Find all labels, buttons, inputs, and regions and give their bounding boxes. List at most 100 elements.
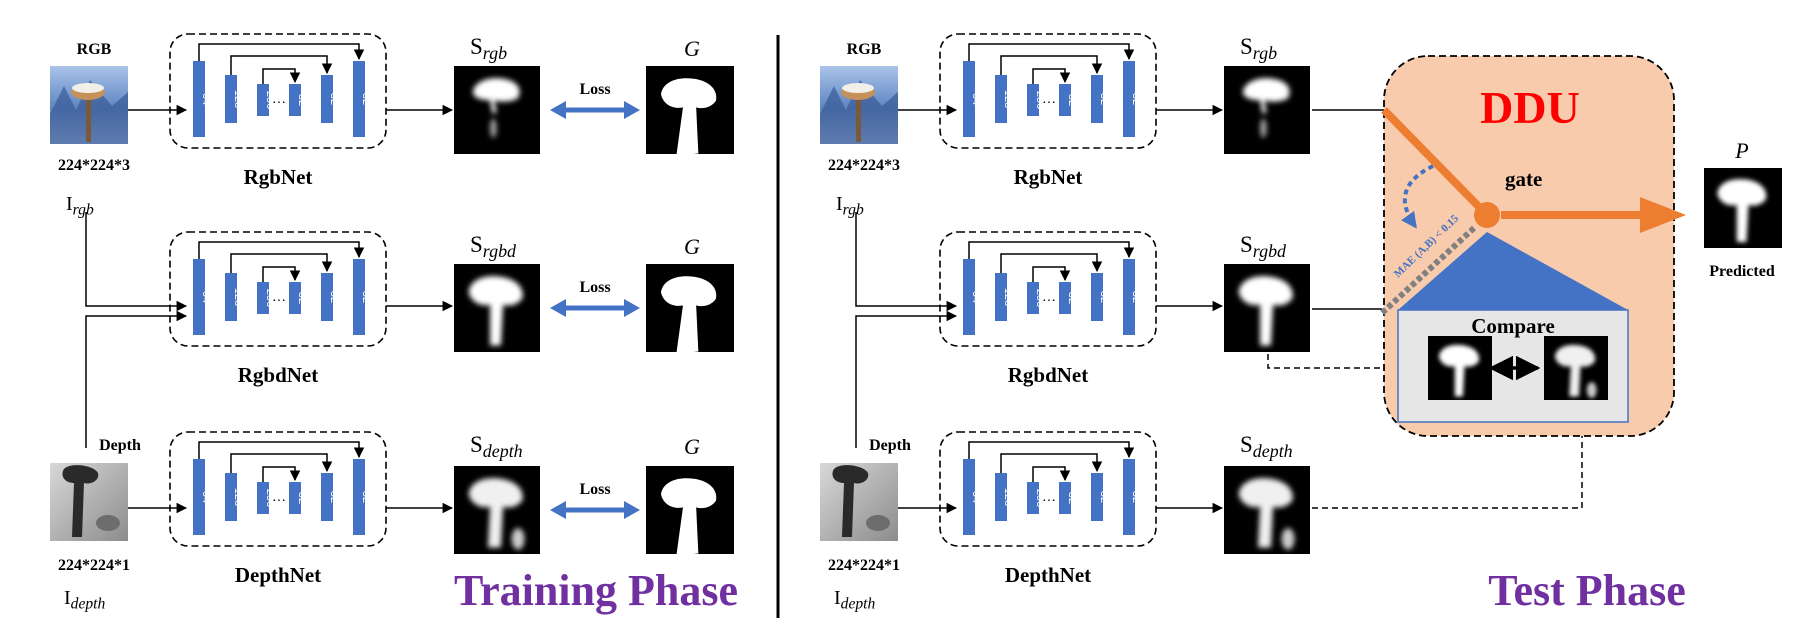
training-output-depth-map-silhouette xyxy=(468,478,523,548)
test-depthnet-skip-mid xyxy=(1000,453,1103,473)
training-rgbdnet-skip-outer xyxy=(198,241,365,259)
training-depthnet-decoder-block-32-b-label: 32 xyxy=(328,491,340,503)
training-phase-title: Training Phase xyxy=(454,566,738,615)
training-gt-rgbd-map xyxy=(646,264,734,354)
test-depthnet-decoder-block-32-c-label: 32 xyxy=(1130,491,1142,503)
training-output-depth-map-blob xyxy=(511,528,525,550)
test-rgbdnet-encoder-block-128-label: 128 xyxy=(1002,288,1014,306)
training-rgbnet-decoder-block-32-a-label: 32 xyxy=(296,94,308,106)
test-output-rgbd-symbol: Srgbd xyxy=(1240,232,1287,261)
test-rgbdnet-decoder-block-32-b-label: 32 xyxy=(1098,291,1110,303)
test-rgbnet-label: RgbNet xyxy=(1014,165,1083,189)
test-rgbd-to-compare-dashed xyxy=(1267,354,1428,374)
training-gt-depth-map-silhouette xyxy=(660,478,717,556)
test-output-rgbd-map-shape xyxy=(1238,276,1293,346)
test-depthnet-ellipsis: ··· xyxy=(1042,491,1056,507)
compare-image-a-map-silhouette xyxy=(1438,344,1480,397)
test-rgbdnet-frame xyxy=(939,231,1157,347)
training-rgbnet-encoder-block-128 xyxy=(225,75,237,123)
test-rgbdnet-skip-mid xyxy=(1000,253,1103,273)
training-rgbdnet-decoder-block-32-c-label: 32 xyxy=(360,291,372,303)
test-rgb-input-image-post xyxy=(856,96,861,142)
test-rgbdnet-encoder-block-64-label: 64 xyxy=(970,291,982,303)
test-depthnet-frame xyxy=(939,431,1157,547)
training-rgbnet-decoder-block-32-a xyxy=(289,84,301,116)
training-rgbnet-encoder-block-128-label: 128 xyxy=(232,90,244,108)
compare-image-b-map-silhouette xyxy=(1554,344,1596,397)
test-rgbnet-encoder-block-64 xyxy=(963,61,975,137)
test-depthnet-skip-outer xyxy=(968,441,1135,459)
training-rgbnet-skip-inner xyxy=(262,68,301,84)
test-depthnet-decoder-block-32-a xyxy=(1059,482,1071,514)
test-depthnet-label: DepthNet xyxy=(1005,563,1091,587)
training-output-rgb-symbol: Srgb xyxy=(470,34,507,63)
training-rgbdnet-skip-mid xyxy=(230,253,333,273)
training-rgb-input-image xyxy=(50,66,128,144)
training-rgb-symbol-main: I xyxy=(66,193,73,215)
test-depth-input-image-object xyxy=(832,465,869,537)
test-depth-size: 224*224*1 xyxy=(828,557,900,574)
prediction-label: Predicted xyxy=(1709,263,1775,280)
test-depth-symbol: Idepth xyxy=(834,587,876,612)
test-output-rgbd-map xyxy=(1224,264,1310,352)
test-rgb-input-image xyxy=(820,66,898,144)
training-rgbnet-decoder-block-32-c xyxy=(353,61,365,137)
training-output-rgb-symbol-main: S xyxy=(470,34,483,59)
test-output-depth-map-silhouette xyxy=(1238,478,1293,548)
test-depthnet-decoder-block-32-a-label: 32 xyxy=(1066,492,1078,504)
gate-output-arrowhead xyxy=(1640,197,1686,233)
training-depth-size: 224*224*1 xyxy=(58,557,130,574)
test-depthnet-encoder-block-256-label: 256 xyxy=(1034,489,1046,507)
training-rgbdnet-encoder-block-128-label: 128 xyxy=(232,288,244,306)
training-depthnet-skip-mid xyxy=(230,453,333,473)
compare-image-a-map-shape xyxy=(1438,344,1480,397)
compare-image-b-map xyxy=(1544,336,1608,400)
training-loss-rgb-label: Loss xyxy=(579,81,610,98)
training-depthnet-encoder-block-256-label: 256 xyxy=(264,489,276,507)
test-output-rgb-map-stem xyxy=(1260,118,1267,138)
training-rgbdnet-decoder-block-32-b-label: 32 xyxy=(328,291,340,303)
prediction-map-blur xyxy=(1717,179,1767,242)
training-output-rgbd-symbol: Srgbd xyxy=(470,232,517,261)
gate-node xyxy=(1474,202,1500,228)
test-output-rgbd-symbol-main: S xyxy=(1240,232,1253,257)
training-rgbnet-encoder-block-256 xyxy=(257,84,269,116)
test-rgbnet-skip-mid xyxy=(1000,55,1103,75)
test-output-rgb-symbol: Srgb xyxy=(1240,34,1277,63)
training-rgbnet-encoder-block-256-label: 256 xyxy=(264,91,276,109)
training-rgbdnet-decoder-block-32-a-label: 32 xyxy=(296,292,308,304)
test-rgb-symbol-main: I xyxy=(836,193,843,215)
test-depthnet-encoder-block-256 xyxy=(1027,482,1039,514)
prediction-map-shape xyxy=(1717,179,1767,242)
test-rgbdnet-decoder-block-32-b xyxy=(1091,273,1103,321)
training-rgbnet-frame xyxy=(169,33,387,149)
training-rgbdnet-encoder-block-256-label: 256 xyxy=(264,289,276,307)
test-rgbdnet-decoder-block-32-c-label: 32 xyxy=(1130,291,1142,303)
training-depth-symbol-main: I xyxy=(64,587,71,609)
test-rgbnet-decoder-block-32-b-label: 32 xyxy=(1098,93,1110,105)
training-output-rgb-symbol-sub: rgb xyxy=(483,43,507,63)
test-arrow-rgb-to-rgbdnet xyxy=(855,212,958,312)
compare-image-a xyxy=(1428,336,1492,400)
training-output-depth-map-blur xyxy=(468,478,525,550)
training-depthnet-decoder-block-32-a xyxy=(289,482,301,514)
test-output-depth-symbol-sub: depth xyxy=(1253,441,1293,461)
training-output-rgbd-map-silhouette xyxy=(468,276,523,346)
test-rgbnet-encoder-block-64-label: 64 xyxy=(970,93,982,105)
test-rgbnet-decoder-block-32-c xyxy=(1123,61,1135,137)
test-output-depth-symbol-main: S xyxy=(1240,432,1253,457)
training-rgb-size: 224*224*3 xyxy=(58,157,130,174)
test-output-rgb-map xyxy=(1224,66,1310,154)
test-output-depth-map-blob xyxy=(1281,528,1295,550)
training-gt-depth-map-shape xyxy=(660,478,717,556)
test-depth-to-compare-dashed xyxy=(1312,408,1588,509)
training-output-rgb-map-stem xyxy=(490,118,497,138)
prediction-map-silhouette xyxy=(1717,179,1767,242)
test-depthnet-encoder-block-64 xyxy=(963,459,975,535)
training-rgb-input-image-post xyxy=(86,96,91,142)
training-gt-rgb-map-shape xyxy=(660,78,717,156)
test-arrow-depth-to-rgbdnet xyxy=(855,310,958,448)
